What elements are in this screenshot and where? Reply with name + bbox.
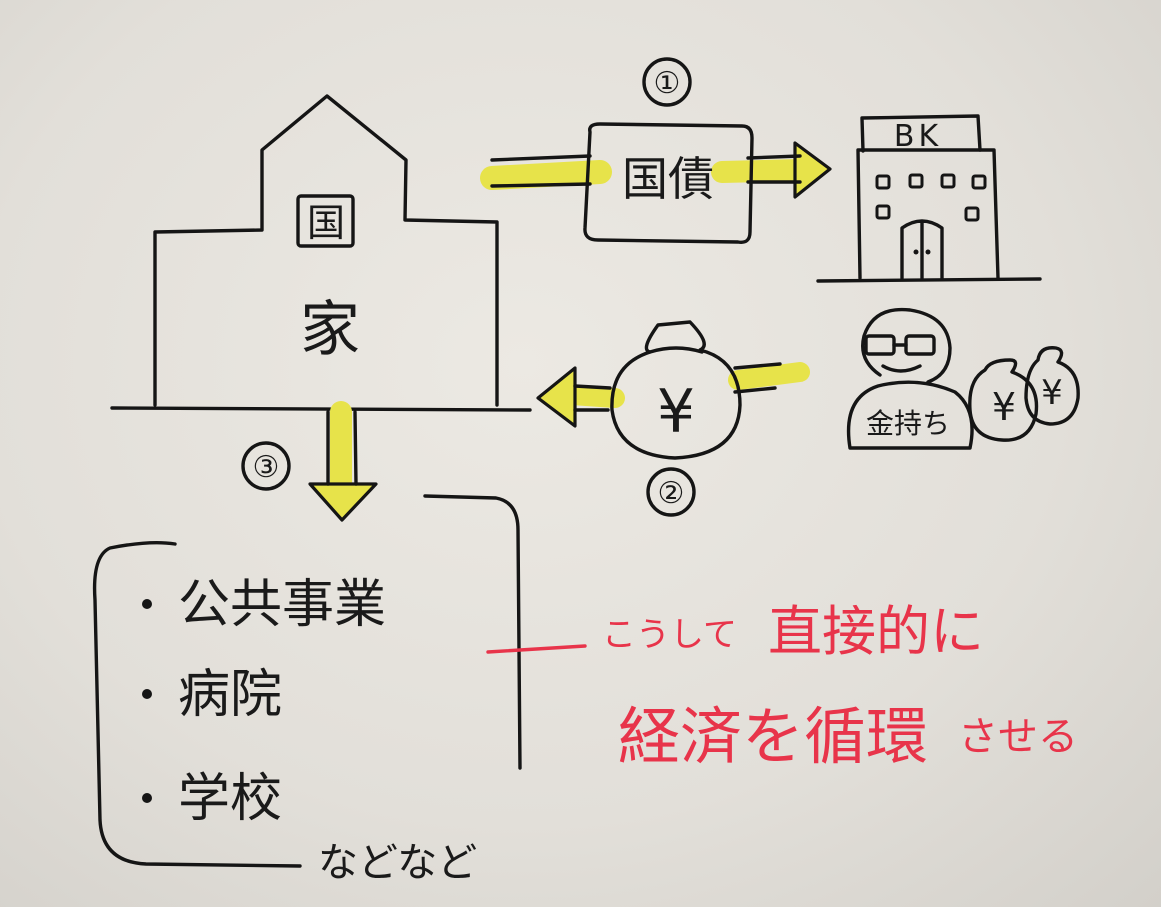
spending-arrow-head xyxy=(310,484,376,520)
list-bullet-3 xyxy=(142,793,152,803)
bank-building: BK xyxy=(818,116,1040,281)
money-highlight-right xyxy=(738,372,800,380)
investor-bag-1-symbol: ¥ xyxy=(992,385,1016,429)
bond-highlight-right xyxy=(722,170,800,172)
rich-investor: 金持ち ¥ ¥ xyxy=(849,310,1079,448)
state-building: 国 家 xyxy=(112,96,530,410)
investor-bag-2-symbol: ¥ xyxy=(1041,373,1063,413)
bond-flow: 国債 ① xyxy=(492,59,830,242)
note-line2-main: 経済を循環 xyxy=(618,700,928,773)
spending-list: 公共事業 病院 学校 などなど xyxy=(95,496,520,886)
money-flow: ¥ ② xyxy=(538,322,800,515)
step-3-badge: ③ xyxy=(253,450,280,485)
spending-flow: ③ xyxy=(243,412,376,520)
list-item-3: 学校 xyxy=(178,769,282,829)
bank-label: BK xyxy=(894,119,942,154)
bond-arrow-head xyxy=(795,143,830,197)
step-2-badge: ② xyxy=(658,476,685,511)
note-line1-prefix: こうして xyxy=(602,615,737,655)
list-item-2: 病院 xyxy=(178,665,282,725)
list-bullet-1 xyxy=(142,599,152,609)
list-bullet-2 xyxy=(142,689,152,699)
state-char-1: 国 xyxy=(307,201,345,245)
money-arrow-head xyxy=(538,368,575,426)
money-bag-symbol: ¥ xyxy=(657,377,695,447)
list-etc: などなど xyxy=(318,840,477,886)
note-line2-suffix: させる xyxy=(958,714,1078,760)
list-bracket-right xyxy=(425,496,520,768)
note-connector xyxy=(488,646,585,652)
state-char-2: 家 xyxy=(300,295,360,365)
step-1-badge: ① xyxy=(654,66,681,101)
investor-label: 金持ち xyxy=(866,407,950,440)
money-highlight-left xyxy=(572,395,615,398)
list-item-1: 公共事業 xyxy=(178,575,386,635)
bank-door xyxy=(902,221,942,278)
bond-highlight-left xyxy=(492,172,600,178)
bond-label: 国債 xyxy=(622,152,714,206)
note-line1-main: 直接的に xyxy=(768,600,984,663)
red-note: こうして 直接的に 経済を循環 させる xyxy=(488,600,1078,773)
